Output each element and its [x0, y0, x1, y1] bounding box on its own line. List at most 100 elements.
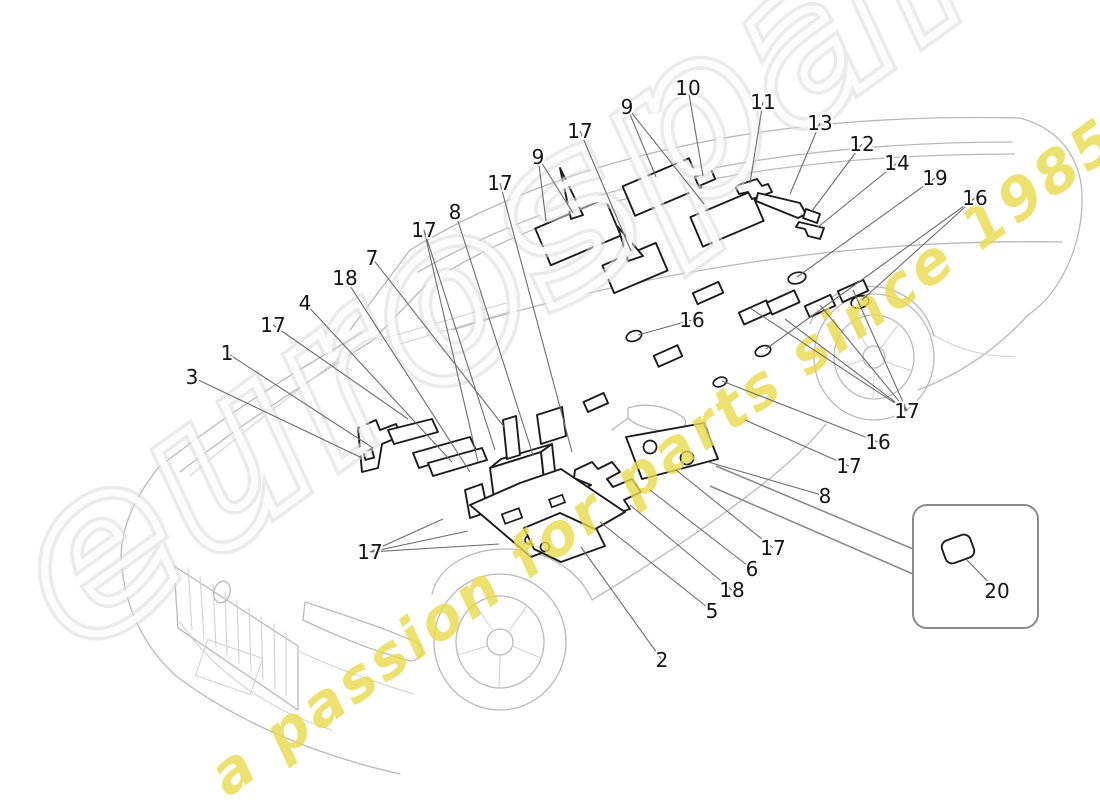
leader-line: [369, 530, 469, 553]
callout-group-9: 9: [619, 93, 705, 205]
front-grille: [173, 565, 299, 711]
callout-group-17: 17: [744, 419, 864, 480]
callout-label-17[interactable]: 17: [409, 216, 438, 244]
leader-line: [371, 257, 506, 429]
callout-group-14: 14: [817, 149, 912, 228]
callout-label-17[interactable]: 17: [892, 397, 921, 425]
callout-label-13[interactable]: 13: [805, 109, 834, 137]
leader-line: [817, 162, 898, 228]
leader-line: [965, 558, 998, 592]
leader-line: [423, 229, 496, 451]
leader-line: [629, 504, 733, 591]
leader-line: [721, 380, 879, 443]
callout-group-19: 19: [796, 164, 950, 278]
headlight: [302, 601, 423, 662]
leader-line: [599, 521, 713, 612]
leader-line: [707, 461, 826, 497]
leader-line: [626, 106, 705, 205]
leader-line: [765, 197, 976, 350]
callout-group-16: 16: [765, 184, 990, 350]
callout-label-4[interactable]: 4: [297, 289, 314, 317]
car-body-lines: [120, 116, 1083, 775]
callout-label-17[interactable]: 17: [565, 117, 594, 145]
callout-label-1[interactable]: 1: [219, 339, 236, 367]
callout-group-9: 9: [530, 143, 574, 222]
license-plate: [194, 638, 264, 696]
callout-label-17[interactable]: 17: [258, 311, 287, 339]
callout-label-10[interactable]: 10: [673, 74, 702, 102]
callout-label-16[interactable]: 16: [960, 184, 989, 212]
callout-label-9[interactable]: 9: [530, 143, 547, 171]
leader-line: [675, 469, 774, 549]
callout-group-17: 17: [258, 311, 409, 420]
callout-group-17: 17: [409, 216, 496, 463]
callout-group-5: 5: [599, 521, 721, 625]
callout-label-5[interactable]: 5: [704, 597, 721, 625]
leader-line: [749, 307, 908, 412]
leader-line: [369, 518, 444, 553]
callout-label-8[interactable]: 8: [447, 198, 464, 226]
leader-line: [537, 156, 547, 222]
callout-group-7: 7: [364, 244, 506, 429]
callout-label-6[interactable]: 6: [744, 555, 761, 583]
leader-line: [423, 229, 479, 463]
leader-line: [861, 197, 976, 301]
callout-label-18[interactable]: 18: [717, 576, 746, 604]
callout-label-17[interactable]: 17: [758, 534, 787, 562]
front-wheel: [433, 573, 567, 711]
leader-line: [811, 143, 863, 212]
callout-group-11: 11: [748, 88, 778, 184]
pillar-pad-left: [559, 167, 584, 220]
callout-group-17: 17: [355, 518, 500, 566]
callout-label-2[interactable]: 2: [654, 646, 671, 674]
inset-frame: [912, 504, 1039, 629]
floor-panels: [469, 422, 719, 563]
callout-label-18[interactable]: 18: [330, 264, 359, 292]
callout-group-20: 20: [965, 558, 1012, 605]
parcel-shelf-parts: [734, 178, 825, 240]
callout-group-17: 17: [565, 117, 632, 252]
callout-layer: 3117418717817917910111312141916161716178…: [184, 74, 1012, 674]
callout-group-17: 17: [485, 169, 573, 453]
callout-label-7[interactable]: 7: [364, 244, 381, 272]
leader-line: [579, 130, 632, 252]
callout-label-14[interactable]: 14: [882, 149, 911, 177]
callout-label-19[interactable]: 19: [920, 164, 949, 192]
callout-label-17[interactable]: 17: [485, 169, 514, 197]
leader-line: [637, 319, 693, 336]
callout-label-3[interactable]: 3: [184, 363, 201, 391]
callout-label-12[interactable]: 12: [847, 130, 876, 158]
inset-box: [709, 465, 1039, 629]
callout-group-18: 18: [629, 504, 747, 604]
callout-label-17[interactable]: 17: [834, 452, 863, 480]
leader-line: [226, 352, 374, 449]
leader-line: [537, 156, 574, 214]
leader-line: [749, 101, 764, 184]
callout-group-3: 3: [184, 363, 363, 459]
magnifier-line-bottom: [709, 485, 914, 575]
callout-group-12: 12: [811, 130, 877, 212]
leader-line: [852, 289, 908, 412]
leader-line: [369, 543, 500, 553]
callout-group-10: 10: [673, 74, 704, 177]
callout-group-6: 6: [649, 489, 761, 583]
leader-line: [454, 211, 534, 456]
callout-group-17: 17: [749, 289, 922, 425]
callout-label-17[interactable]: 17: [355, 538, 384, 566]
leader-line: [499, 182, 573, 453]
grille-emblem: [213, 580, 231, 604]
leader-line: [344, 277, 471, 473]
callout-group-13: 13: [789, 109, 835, 195]
callout-label-16[interactable]: 16: [863, 428, 892, 456]
callout-group-1: 1: [219, 339, 374, 449]
leader-line: [789, 122, 821, 195]
callout-group-8: 8: [707, 461, 834, 510]
callout-label-20[interactable]: 20: [982, 577, 1011, 605]
callout-label-11[interactable]: 11: [748, 88, 777, 116]
roof-panels: [534, 157, 765, 295]
leader-line: [626, 106, 657, 178]
callout-label-9[interactable]: 9: [619, 93, 636, 121]
callout-label-16[interactable]: 16: [677, 306, 706, 334]
callout-label-8[interactable]: 8: [817, 482, 834, 510]
